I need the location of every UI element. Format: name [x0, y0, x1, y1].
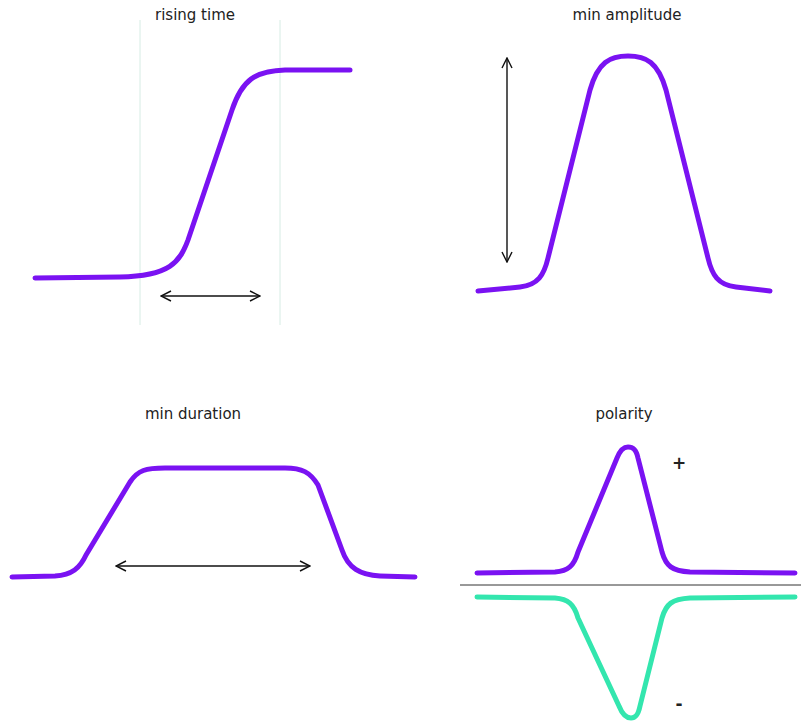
- dimension-arrow: [506, 58, 507, 262]
- zero-line: [460, 585, 801, 586]
- panel-title: polarity: [595, 405, 652, 423]
- dimension-arrow: [161, 295, 260, 296]
- positive-pulse: [477, 447, 795, 573]
- polarity-sign: -: [675, 694, 682, 714]
- panel-title: min duration: [145, 405, 241, 423]
- dimension-arrow: [116, 565, 310, 566]
- rising-edge: [35, 70, 350, 278]
- pulse-curve: [12, 468, 415, 577]
- panel-title: min amplitude: [573, 6, 682, 24]
- negative-pulse: [477, 597, 795, 718]
- pulse-curve: [478, 56, 770, 291]
- polarity-sign: +: [672, 453, 686, 473]
- guide-line: [140, 20, 141, 325]
- guide-line: [280, 20, 281, 325]
- panel-title: rising time: [155, 6, 235, 24]
